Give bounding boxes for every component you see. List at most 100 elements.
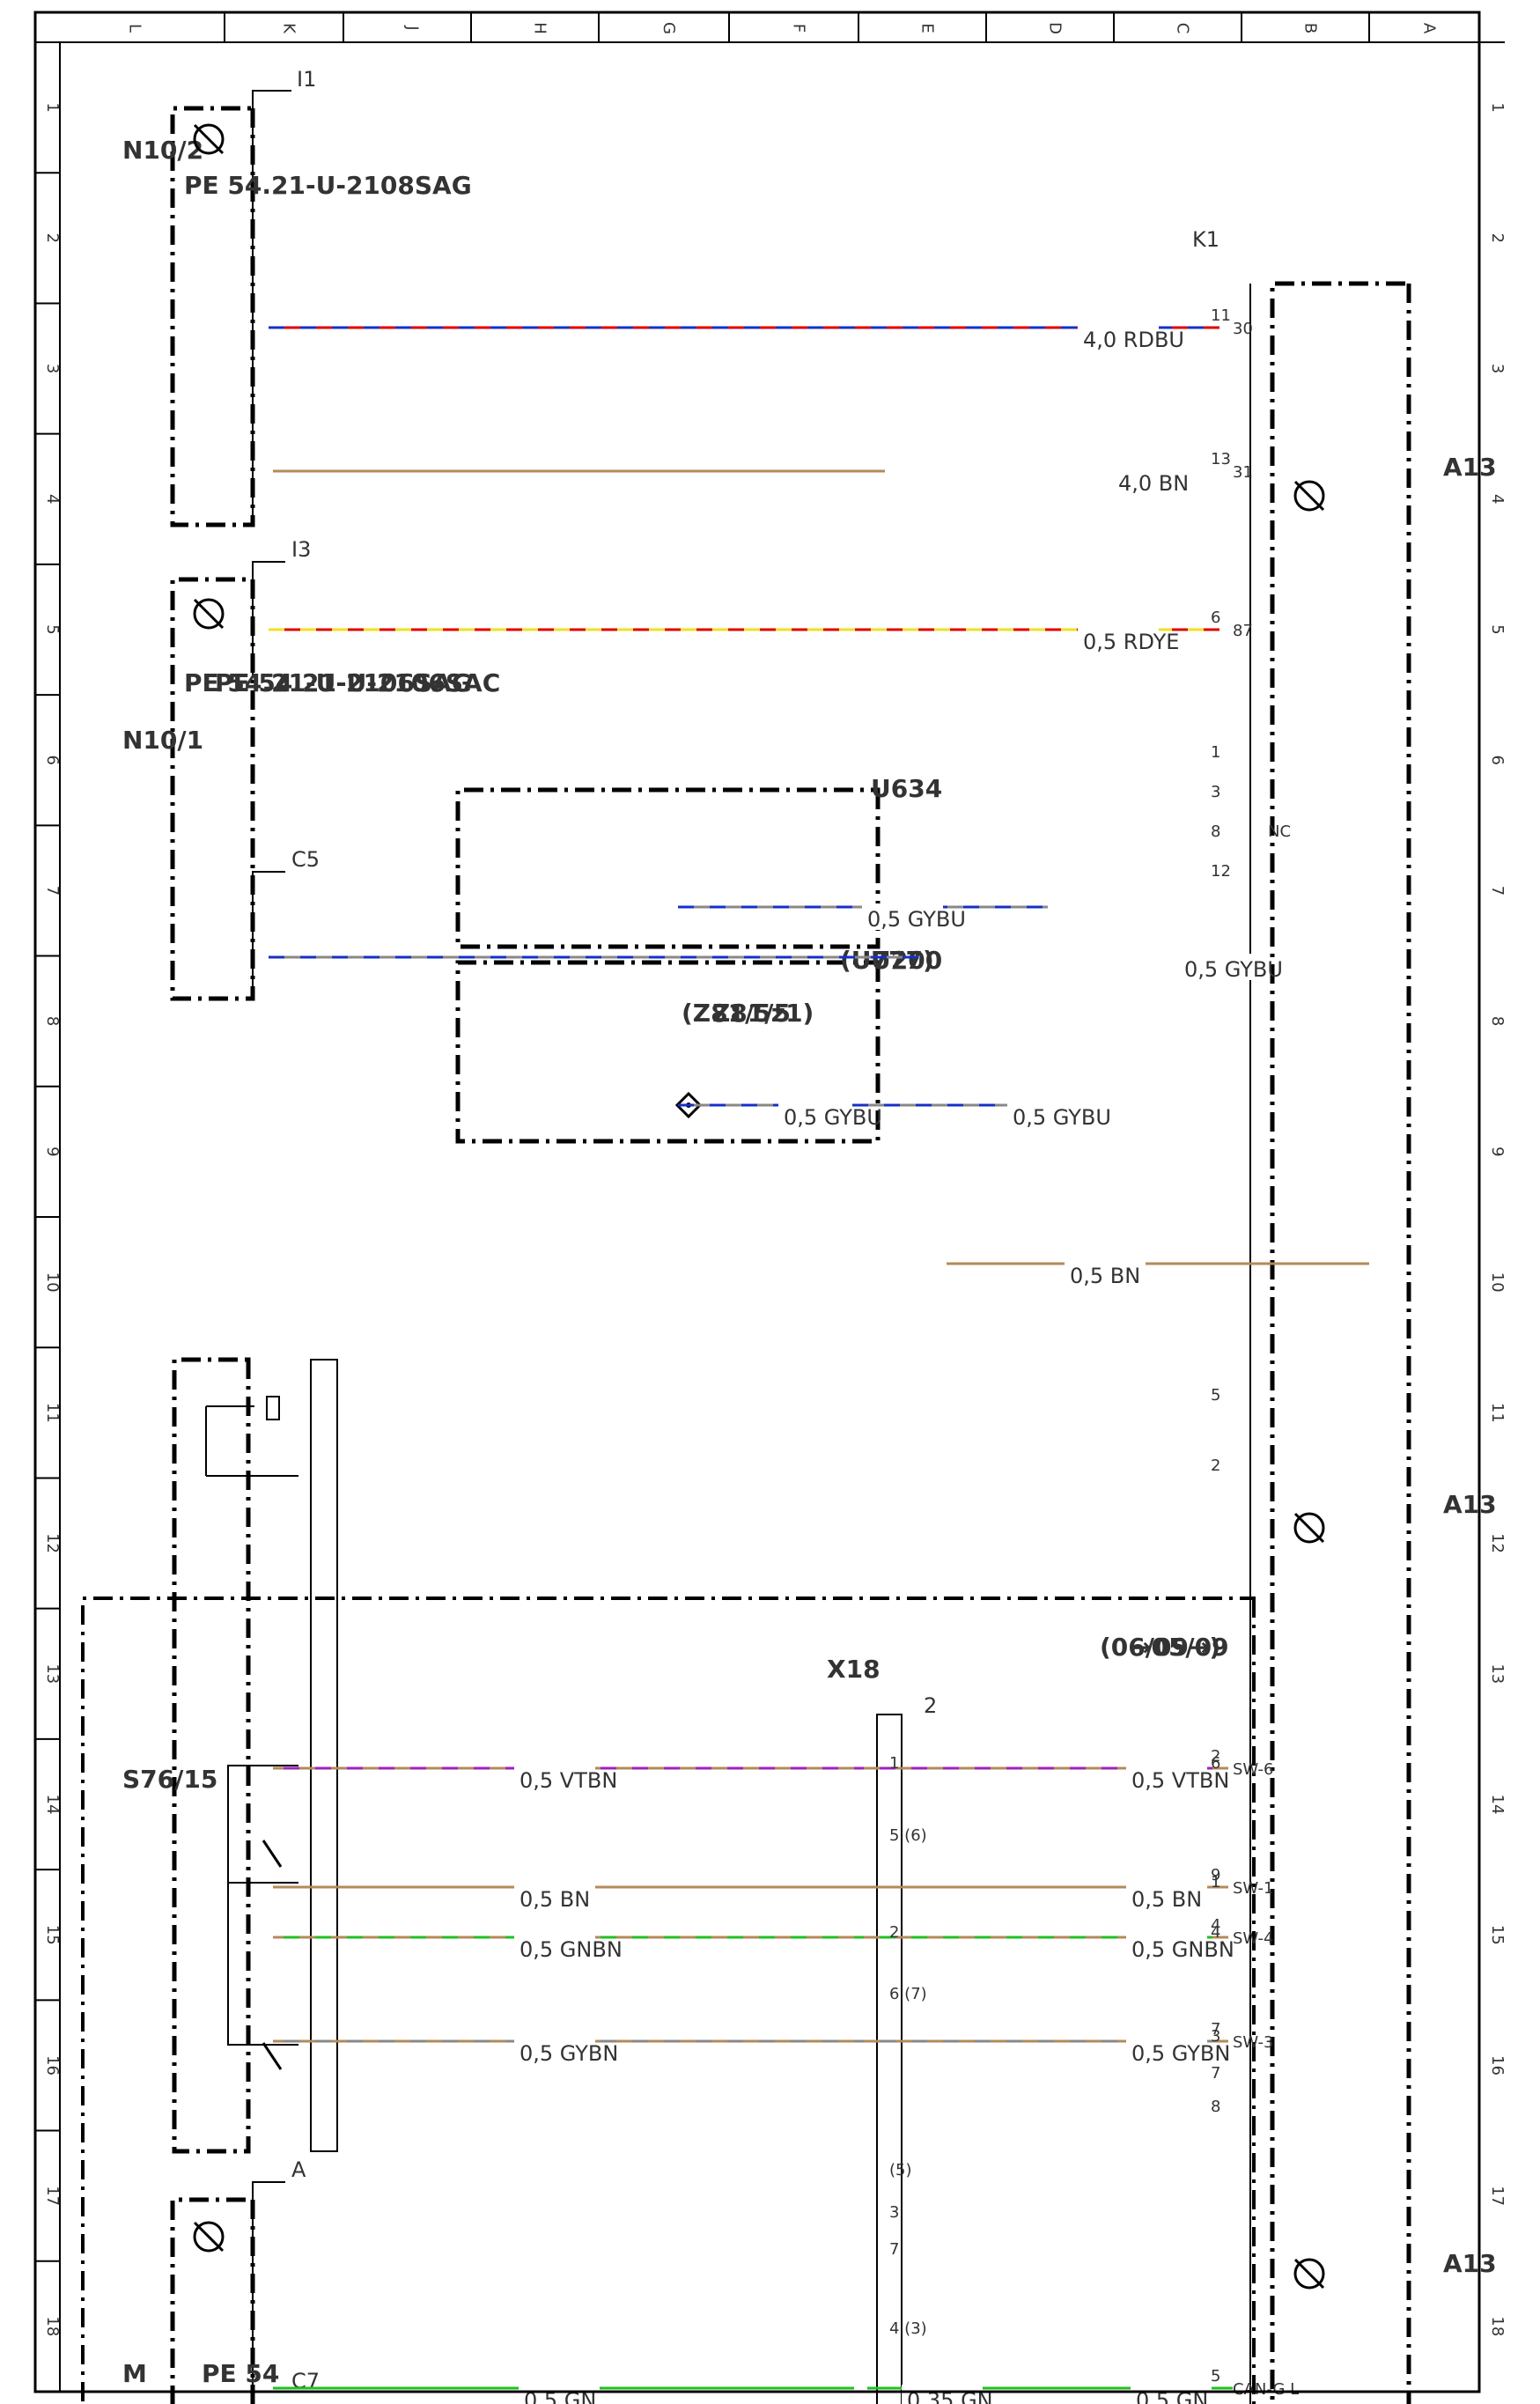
bottom-ground-icon (193, 2221, 225, 2253)
k1-terminal-name: 87 (1233, 622, 1253, 640)
u200-label: U200 (871, 946, 942, 975)
x18-pin: 1 (889, 1754, 899, 1773)
grid-column-label: C (1174, 23, 1192, 34)
z81-5-label: Z81/5 (712, 999, 791, 1028)
grid-row-label: 3 (43, 364, 62, 373)
s76-pin: 2 (1211, 1456, 1220, 1475)
grid-row-label: 2 (43, 233, 62, 243)
grid-row-label: 3 (1488, 364, 1507, 373)
x18-pin-label: 2 (924, 1693, 937, 1718)
x18-pin: 7 (889, 2240, 899, 2259)
wire-label-wsw1a: 0,5 BN (1131, 1887, 1202, 1912)
grid-row-label: 13 (1488, 1663, 1507, 1684)
grid-column-label: E (918, 23, 937, 33)
u777-label: (U777) (840, 946, 934, 975)
grid-column-label: K (280, 23, 298, 34)
n10-2-label: N10/2 (122, 136, 203, 165)
grid-row-label: 9 (1488, 1147, 1507, 1156)
k1-terminal-name: SW-6 (1233, 1760, 1273, 1779)
grid-row-label: 8 (1488, 1016, 1507, 1026)
grid-row-label: 11 (43, 1403, 62, 1423)
k1-pin-number: 4 (1211, 1916, 1220, 1935)
wire-label-wsw1b: 0,5 BN (519, 1887, 590, 1912)
n10-1-part-a: PE 54.21-U-2106SAC (215, 668, 500, 697)
wire-label-wsw3b: 0,5 GYBN (519, 2041, 618, 2066)
ground-icon-1 (1293, 480, 1325, 512)
k1-pin-number: 11 (1211, 306, 1231, 325)
n10-1-ground-icon (193, 598, 225, 630)
grid-row-label: 18 (43, 2316, 62, 2336)
wire-label-wsw3a: 0,5 GYBN (1131, 2041, 1230, 2066)
grid-column-label: J (403, 25, 422, 30)
s76-pin: 3 (1211, 2027, 1220, 2046)
grid-row-label: 1 (43, 102, 62, 112)
ground-icon-3 (1293, 2258, 1325, 2290)
grid-column-label: H (531, 22, 549, 34)
s76-15-component: S76/15 (122, 1357, 338, 2154)
grid-row-label: 10 (43, 1272, 62, 1293)
grid-row-label: 13 (43, 1663, 62, 1684)
grid-row-label: 2 (1488, 233, 1507, 243)
x18-label: X18 (827, 1655, 881, 1684)
x18-pin: 4 (3) (889, 2319, 927, 2338)
a13-label-1: A13 (1443, 453, 1497, 482)
grid-row-label: 1 (1488, 102, 1507, 112)
k1-pin-number: 9 (1211, 1866, 1220, 1884)
wire-label-w87: 0,5 RDYE (1083, 630, 1179, 654)
grid-row-label: 16 (43, 2055, 62, 2076)
k1-nc-pin: 12 (1211, 862, 1231, 881)
k1-nc-pin: 1 (1211, 743, 1220, 762)
grid-column-label: B (1301, 23, 1320, 33)
k1-terminal-name: SW-1 (1233, 1879, 1273, 1898)
switch-icon (227, 1765, 298, 2070)
grid-row-label: 17 (43, 2186, 62, 2206)
k1-pin-number: 6 (1211, 608, 1220, 627)
a13-label-3: A13 (1443, 2249, 1497, 2278)
n10-2-part: PE 54.21-U-2108SAG (184, 171, 472, 200)
wire-label-w30: 4,0 RDBU (1083, 328, 1184, 352)
grid-column-label: L (126, 24, 144, 33)
wire-label-wsw4b: 0,5 GNBN (519, 1937, 623, 1962)
bottom-m: M (122, 2359, 147, 2388)
n10-1-component: I3 C5 N10/1 PE 54.21-U-2106SAC PE 54.21-… (122, 537, 500, 1001)
k1-nc-pin: 3 (1211, 783, 1220, 801)
grid-row-label: 11 (1488, 1403, 1507, 1423)
grid-column-label: F (790, 24, 808, 33)
bottom-part: PE 54 (202, 2359, 279, 2388)
grid-row-label: 7 (43, 886, 62, 896)
bottom-component: A C7 PE 54 M (122, 2157, 320, 2404)
n10-2-ground-icon (193, 123, 225, 155)
k1-pin-number: 13 (1211, 450, 1231, 468)
grid-row-label: 18 (1488, 2316, 1507, 2336)
grid-row-label: 4 (43, 494, 62, 504)
s76-pin: 4 (1211, 1923, 1220, 1942)
n10-2-component: I1 N10/2 PE 54.21-U-2108SAG (122, 67, 472, 527)
wire-label-ww34: 0,5 BN (1070, 1264, 1140, 1288)
x18-pin: (5) (889, 2161, 912, 2179)
date-from: →05/09 (1131, 1633, 1229, 1662)
k1-pin-number: 7 (1211, 2020, 1220, 2039)
k1-terminal-name: 30 (1233, 320, 1253, 338)
grid-row-label: 14 (43, 1795, 62, 1815)
x18-pin: 6 (7) (889, 1985, 927, 2003)
grid-row-label: 17 (1488, 2186, 1507, 2206)
s76-pin: 6 (1211, 1754, 1220, 1773)
date-to: (06/09→) (1100, 1633, 1220, 1662)
n10-1-label: N10/1 (122, 726, 203, 755)
wire-label-wz2: 0,5 GYBU (1013, 1105, 1111, 1130)
k1-nc-label: NC (1268, 822, 1291, 841)
grid-row-label: 6 (43, 755, 62, 764)
a13-module: A13 A13 A13 K1 (1192, 227, 1497, 2404)
grid-row-label: 16 (1488, 2055, 1507, 2076)
wire-label-wsw6a: 0,5 VTBN (1131, 1768, 1229, 1793)
x18-pin: 2 (889, 1923, 899, 1942)
z81-5z1-label: (Z81/5z1) (682, 999, 814, 1028)
n10-1-conn-b: C5 (291, 847, 320, 872)
n10-1-part-b: PE 54.21-U-2106SAG (184, 668, 472, 697)
u634-label: U634 (871, 774, 942, 803)
x18-component: X18 2 →05/09 (06/09→) (81, 1597, 1256, 2404)
